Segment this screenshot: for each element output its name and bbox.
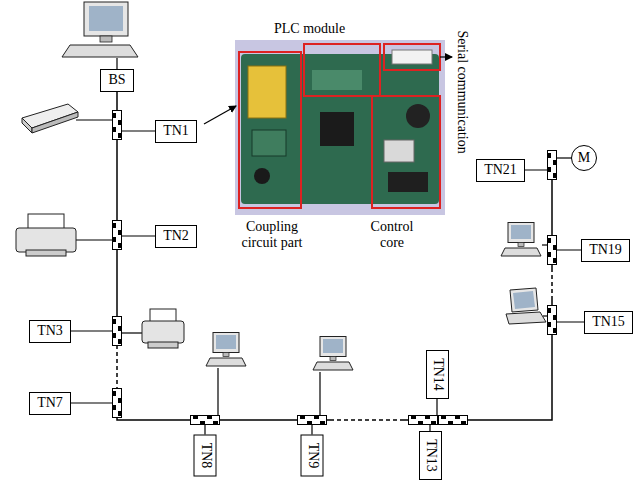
node-label: BS [108, 72, 125, 87]
node-label: TN14 [431, 358, 446, 391]
computer-icon [501, 223, 541, 257]
motor-label: M [578, 150, 590, 167]
screen [89, 6, 123, 31]
component [388, 172, 428, 192]
node-label: TN3 [37, 323, 63, 338]
node-label: TN1 [163, 123, 189, 138]
highlight-frame [239, 52, 301, 208]
highlight-frame [384, 44, 440, 70]
terminal-node-box: TN2 [155, 225, 197, 248]
part-label: Coupling circuit part [228, 219, 316, 251]
socket-strip [112, 111, 122, 140]
printer-tray [26, 250, 66, 256]
device-wire [122, 332, 142, 333]
terminal-node-box: TN13 [419, 431, 442, 480]
socket-strip [298, 415, 327, 425]
chip [320, 112, 354, 146]
terminal-node-box: TN3 [29, 320, 71, 343]
node-label: TN2 [163, 228, 189, 243]
terminal-node-box: BS [100, 69, 134, 92]
terminal-node-box: TN19 [581, 239, 630, 262]
bus-wire-dashed [330, 419, 404, 421]
part-label: Control core [361, 219, 423, 251]
socket-strip [112, 221, 122, 250]
branch-wires [60, 58, 600, 445]
scanner-icon [22, 104, 78, 133]
transformer [252, 130, 286, 156]
monitor-stand [100, 36, 112, 42]
device-wire [319, 372, 320, 415]
capacitor [406, 104, 430, 128]
computer-icon [313, 337, 353, 371]
printer-icon [142, 309, 184, 348]
scanner-front [32, 112, 78, 133]
socket-strip [547, 236, 557, 265]
scanner-side [22, 118, 32, 133]
socket-strip [409, 415, 438, 425]
terminal-node-box: TN8 [194, 435, 217, 477]
socket-strip [547, 151, 557, 180]
node-label: TN9 [306, 443, 321, 469]
plc-module-photo [235, 40, 445, 215]
device-wire [76, 119, 112, 120]
laptop-screen [513, 291, 535, 309]
computer-icon [206, 333, 246, 367]
laptop-lid [510, 288, 538, 312]
laptop-icon [506, 288, 546, 324]
component [384, 140, 414, 162]
highlight-frame [372, 96, 440, 208]
pointer-arrow [204, 106, 236, 124]
photo-background [235, 40, 445, 215]
circuit-board [241, 54, 439, 204]
bus-wire [404, 300, 552, 420]
socket-strip [112, 317, 122, 346]
socket-strip [191, 415, 220, 425]
part-label: PLC module [274, 21, 345, 37]
terminal-node-box: TN15 [584, 311, 633, 334]
printer-icon [16, 214, 76, 256]
node-label: TN15 [592, 314, 625, 329]
power-line-bus [117, 92, 552, 420]
printer-tray [148, 342, 178, 348]
node-label: TN13 [424, 439, 439, 472]
pointer-arrow [440, 56, 452, 57]
device-wire [543, 315, 547, 316]
terminal-node-box: TN14 [426, 350, 449, 399]
socket-strip [112, 389, 122, 418]
printer-body [142, 321, 184, 343]
device-wire [76, 239, 112, 240]
capacitor [248, 66, 286, 118]
desktop-computer-icon [62, 2, 138, 57]
component [312, 70, 362, 90]
branch-wire [557, 157, 572, 158]
component [254, 168, 270, 184]
terminal-node-box: TN9 [301, 435, 324, 477]
highlight-frame [304, 44, 380, 96]
printer-body [16, 228, 76, 252]
monitor [84, 2, 128, 36]
device-wire [542, 244, 547, 245]
terminal-node-box: TN21 [476, 159, 525, 182]
bus-wire-dashed [116, 345, 118, 388]
node-label: TN21 [484, 162, 517, 177]
laptop-base [506, 312, 546, 324]
socket-strip [547, 306, 557, 335]
node-label: TN7 [37, 395, 63, 410]
node-label: TN8 [199, 443, 214, 469]
bus-wire-dashed [551, 268, 553, 300]
motor-circle: M [571, 145, 597, 171]
terminal-node-box: TN1 [155, 120, 197, 143]
keyboard [62, 45, 138, 57]
node-label: TN19 [589, 242, 622, 257]
serial-header [392, 50, 432, 64]
socket-strip [439, 415, 468, 425]
terminal-node-box: TN7 [29, 392, 71, 415]
part-label: Serial communication [454, 30, 470, 153]
device-wire [217, 368, 218, 415]
